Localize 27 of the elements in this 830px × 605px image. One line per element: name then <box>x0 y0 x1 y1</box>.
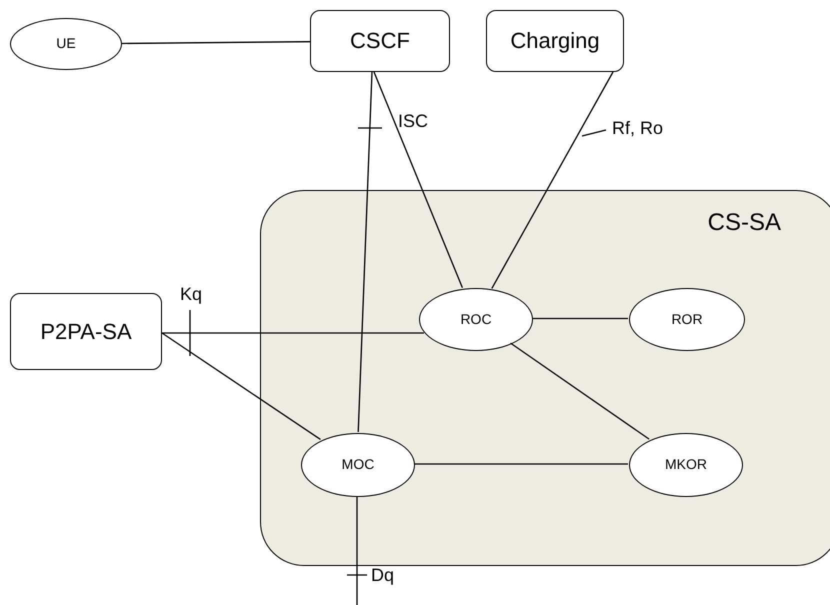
node-label: Charging <box>510 27 600 55</box>
connector-line <box>356 496 358 605</box>
node-label: ROR <box>671 310 703 328</box>
connector-line <box>358 72 373 432</box>
node-label: ROC <box>460 310 492 328</box>
connector-line <box>491 72 614 289</box>
connector-line <box>162 332 321 440</box>
connector-line <box>373 72 464 288</box>
connector-line <box>122 41 310 44</box>
edge-label: Kq <box>180 285 202 303</box>
edge-label: Dq <box>371 566 394 584</box>
connector-line <box>532 318 628 320</box>
node-label: CSCF <box>350 27 410 55</box>
node-label: MKOR <box>665 456 707 474</box>
node-label: P2PA-SA <box>40 318 132 346</box>
rounded-box <box>10 293 162 370</box>
connector-line <box>414 463 628 465</box>
connector-line <box>162 332 424 334</box>
edge-label: Rf, Ro <box>612 119 664 137</box>
edge-label: ISC <box>398 112 428 130</box>
node-label: UE <box>56 35 76 53</box>
rounded-box <box>486 10 624 72</box>
node-label: MOC <box>342 456 374 474</box>
region-heading: CS-SA <box>708 211 781 235</box>
connector-line <box>510 342 650 440</box>
rounded-box <box>310 10 450 72</box>
region-box <box>260 190 830 566</box>
